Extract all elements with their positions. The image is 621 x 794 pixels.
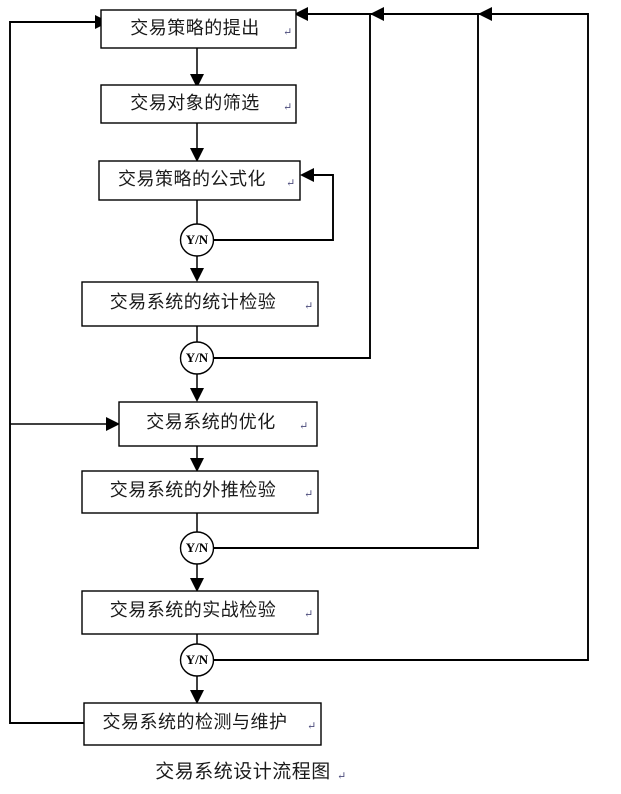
node-n2[interactable]: 交易对象的筛选 ↵	[100, 84, 297, 124]
node-n2-box[interactable]	[100, 84, 297, 124]
decision-d2-shape[interactable]	[179, 341, 215, 375]
decision-d3-label: Y/N	[186, 540, 209, 555]
arrow-into-n1-top-c	[294, 7, 308, 21]
node-n3[interactable]: 交易策略的公式化 ↵	[98, 160, 301, 201]
arrow-d4-n8	[190, 690, 204, 704]
diagram-caption: 交易系统设计流程图 ↵	[155, 760, 346, 782]
node-n6-mark: ↵	[304, 489, 313, 501]
arrow-d3-n7	[190, 578, 204, 592]
edge-d1-to-n4	[190, 256, 204, 282]
edge-d1-to-n3	[213, 168, 334, 241]
node-n5-box[interactable]	[118, 401, 318, 447]
node-n6-box[interactable]	[81, 470, 319, 514]
edge-n1-to-n2	[190, 48, 204, 88]
node-n4-box[interactable]	[81, 281, 319, 327]
arrow-d1-n4	[190, 268, 204, 282]
decision-d1-shape[interactable]	[179, 223, 215, 257]
node-n8[interactable]: 交易系统的检测与维护 ↵	[83, 702, 322, 746]
arrow-n1-n2	[190, 74, 204, 88]
decision-d4-label: Y/N	[186, 652, 209, 667]
node-n7[interactable]: 交易系统的实战检验 ↵	[81, 590, 319, 635]
decision-d2[interactable]: Y/N	[179, 341, 215, 375]
node-n6-label: 交易系统的外推检验	[110, 480, 277, 500]
node-n3-box[interactable]	[98, 160, 301, 201]
arrow-n5-n6	[190, 458, 204, 472]
node-n5-label: 交易系统的优化	[146, 412, 276, 432]
node-n1-box[interactable]	[100, 9, 297, 49]
edge-n2-to-n3	[190, 123, 204, 162]
edge-d2-to-n5	[190, 374, 204, 402]
arrow-d2-n5	[190, 388, 204, 402]
edge-n5-to-n6	[190, 446, 204, 472]
node-n2-mark: ↵	[283, 102, 292, 114]
arrow-into-n5-left	[106, 417, 120, 431]
node-n1-mark: ↵	[283, 27, 292, 39]
node-n8-mark: ↵	[307, 721, 316, 733]
decision-d1-label: Y/N	[186, 232, 209, 247]
edge-d4-to-n1	[213, 7, 589, 661]
node-n7-mark: ↵	[304, 609, 313, 621]
node-n5[interactable]: 交易系统的优化 ↵	[118, 401, 318, 447]
node-n1-label: 交易策略的提出	[130, 18, 260, 38]
node-n3-label: 交易策略的公式化	[118, 169, 266, 189]
node-n8-box[interactable]	[83, 702, 322, 746]
decision-d3[interactable]: Y/N	[179, 531, 215, 565]
node-n1[interactable]: 交易策略的提出 ↵	[100, 9, 297, 49]
decision-d4-shape[interactable]	[179, 643, 215, 677]
diagram-caption-text: 交易系统设计流程图	[155, 760, 331, 782]
decision-d3-shape[interactable]	[179, 531, 215, 565]
decision-d4[interactable]: Y/N	[179, 643, 215, 677]
edge-d3-to-n7	[190, 564, 204, 592]
node-n4-label: 交易系统的统计检验	[110, 292, 277, 312]
node-n7-box[interactable]	[81, 590, 319, 635]
decision-d1[interactable]: Y/N	[179, 223, 215, 257]
diagram-caption-mark: ↵	[337, 771, 346, 783]
node-n5-mark: ↵	[299, 421, 308, 433]
arrow-n2-n3	[190, 148, 204, 162]
node-n7-label: 交易系统的实战检验	[110, 600, 277, 620]
edge-n8-to-n5	[10, 417, 120, 431]
node-n4[interactable]: 交易系统的统计检验 ↵	[81, 281, 319, 327]
edge-d4-to-n8	[190, 676, 204, 704]
node-n4-mark: ↵	[304, 301, 313, 313]
node-n8-label: 交易系统的检测与维护	[103, 712, 288, 732]
node-n3-mark: ↵	[286, 178, 295, 190]
arrow-into-n3-right	[300, 168, 314, 182]
decision-d2-label: Y/N	[186, 350, 209, 365]
node-n6[interactable]: 交易系统的外推检验 ↵	[81, 470, 319, 514]
node-n2-label: 交易对象的筛选	[130, 93, 260, 113]
